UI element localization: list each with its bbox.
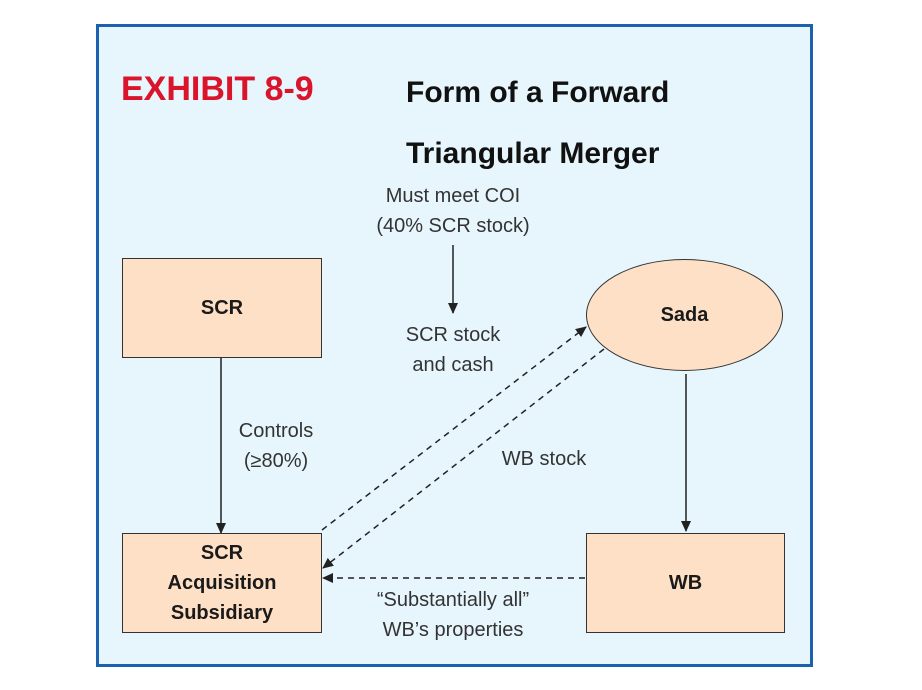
wb-stock-label: WB stock xyxy=(501,448,587,470)
scr-stock-cash-label: SCR stock and cash xyxy=(373,320,533,380)
exhibit-number: EXHIBIT 8-9 xyxy=(121,70,314,108)
properties-label-line-1: “Substantially all” xyxy=(376,589,530,611)
sada-node: Sada xyxy=(586,259,783,371)
subsidiary-node-line-3: Subsidiary xyxy=(170,602,274,624)
scr-node: SCR xyxy=(122,258,322,358)
controls-label-line-2: (≥80%) xyxy=(243,450,309,472)
wb-node: WB xyxy=(586,533,785,633)
wb-node-label: WB xyxy=(668,572,703,594)
sada-node-label: Sada xyxy=(660,303,709,326)
scr-node-label: SCR xyxy=(200,297,244,319)
scr-stock-cash-line-2: and cash xyxy=(412,354,494,376)
subsidiary-node: SCR Acquisition Subsidiary xyxy=(122,533,322,633)
coi-label-line-1: Must meet COI xyxy=(385,185,521,207)
controls-label: Controls (≥80%) xyxy=(216,416,336,476)
properties-label-line-2: WB’s properties xyxy=(382,619,524,641)
coi-label: Must meet COI (40% SCR stock) xyxy=(353,181,553,241)
exhibit-title-line-1: Form of a Forward xyxy=(406,76,670,109)
scr-stock-cash-line-1: SCR stock xyxy=(405,324,501,346)
subsidiary-node-line-1: SCR xyxy=(200,542,244,564)
subsidiary-node-line-2: Acquisition xyxy=(167,572,277,594)
properties-label: “Substantially all” WB’s properties xyxy=(353,585,553,645)
coi-label-line-2: (40% SCR stock) xyxy=(376,215,530,237)
exhibit-title-line-2: Triangular Merger xyxy=(406,137,660,170)
controls-label-line-1: Controls xyxy=(238,420,314,442)
